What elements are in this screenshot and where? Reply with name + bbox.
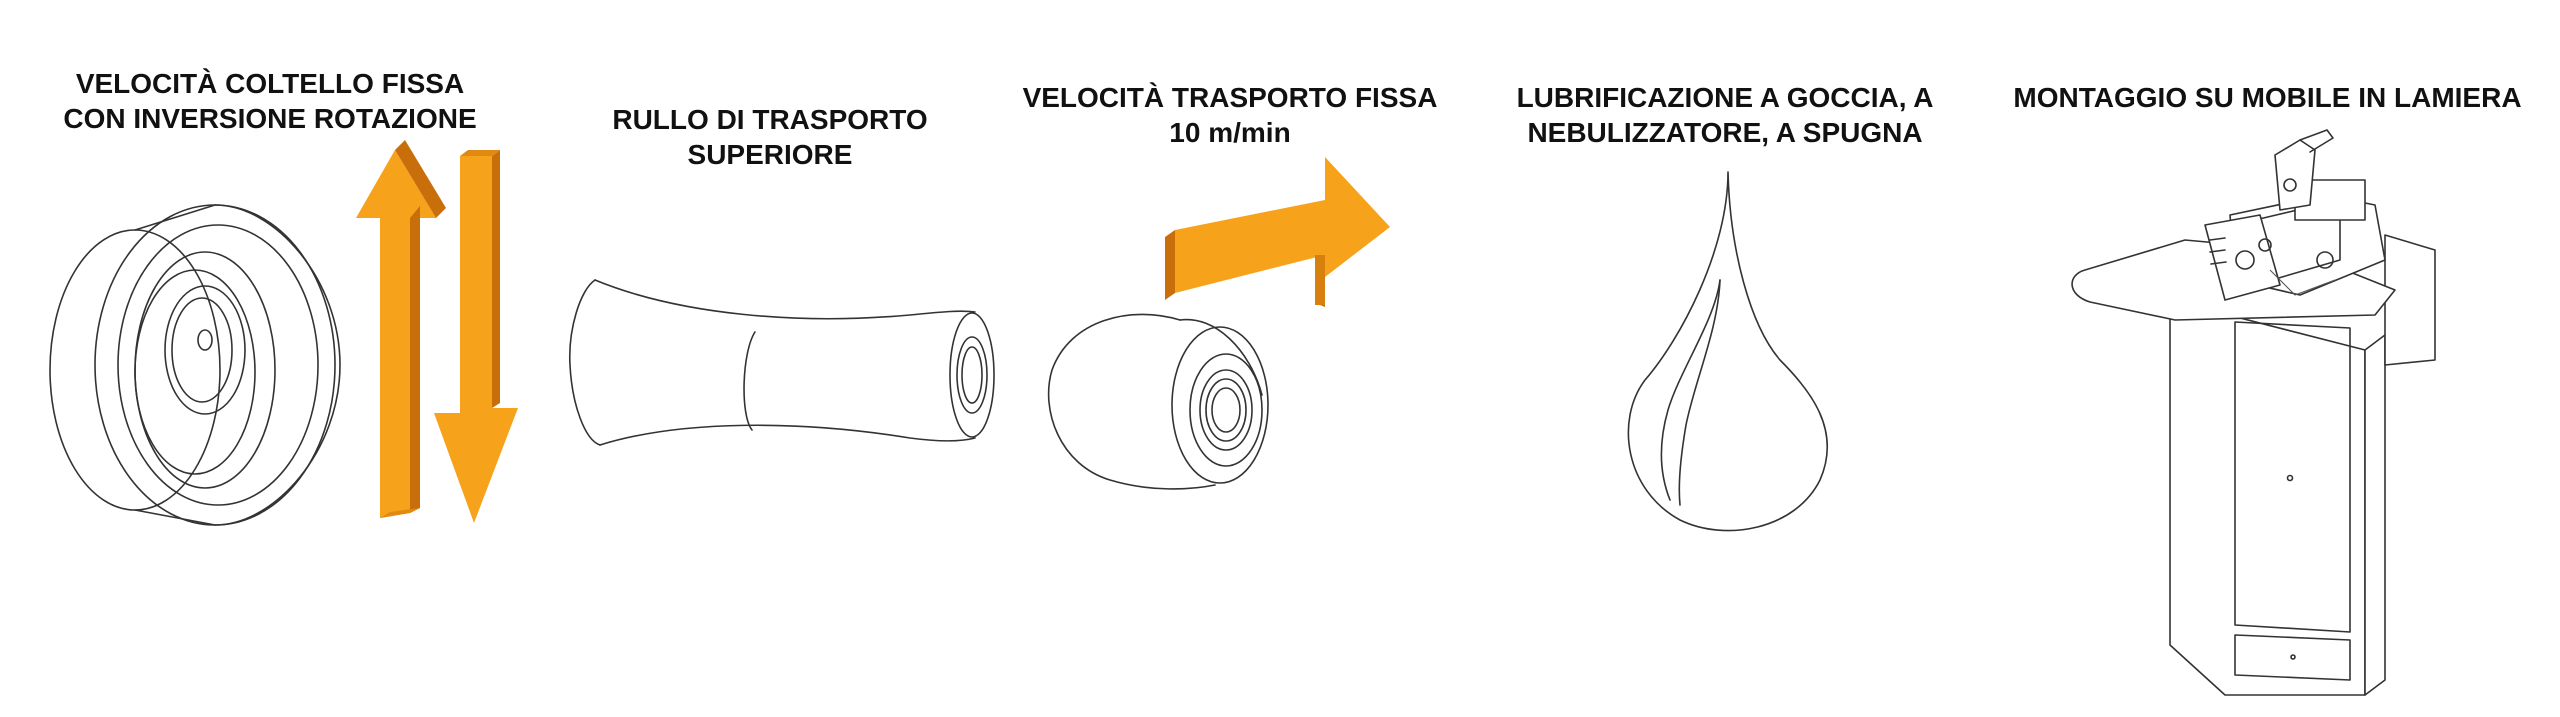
feature-panel-knife: VELOCITÀ COLTELLO FISSA CON INVERSIONE R… <box>0 0 520 717</box>
feature-panel-feed: VELOCITÀ TRASPORTO FISSA 10 m/min <box>980 0 1480 717</box>
feature-caption: VELOCITÀ COLTELLO FISSA CON INVERSIONE R… <box>63 68 477 134</box>
feature-roller-icon <box>569 279 995 446</box>
drop-icon <box>1627 171 1829 532</box>
knife-drum-icon <box>49 204 341 526</box>
feature-caption: LUBRIFICAZIONE A GOCCIA, A NEBULIZZATORE… <box>1516 82 1934 148</box>
feature-caption: RULLO DI TRASPORTO SUPERIORE <box>612 104 928 170</box>
rotation-arrows-icon <box>356 140 518 523</box>
cabinet-machine-icon <box>2071 129 2436 696</box>
feature-panel-roller: RULLO DI TRASPORTO SUPERIORE <box>520 0 1020 717</box>
feed-direction-arrow-icon <box>1165 157 1390 307</box>
wheel-icon <box>1047 313 1269 490</box>
feature-panel-cabinet: MONTAGGIO SU MOBILE IN LAMIERA <box>1975 0 2560 717</box>
feature-panel-lubrication: LUBRIFICAZIONE A GOCCIA, A NEBULIZZATORE… <box>1470 0 1980 717</box>
feature-caption: VELOCITÀ TRASPORTO FISSA 10 m/min <box>1022 82 1438 148</box>
feature-caption: MONTAGGIO SU MOBILE IN LAMIERA <box>2013 82 2522 113</box>
